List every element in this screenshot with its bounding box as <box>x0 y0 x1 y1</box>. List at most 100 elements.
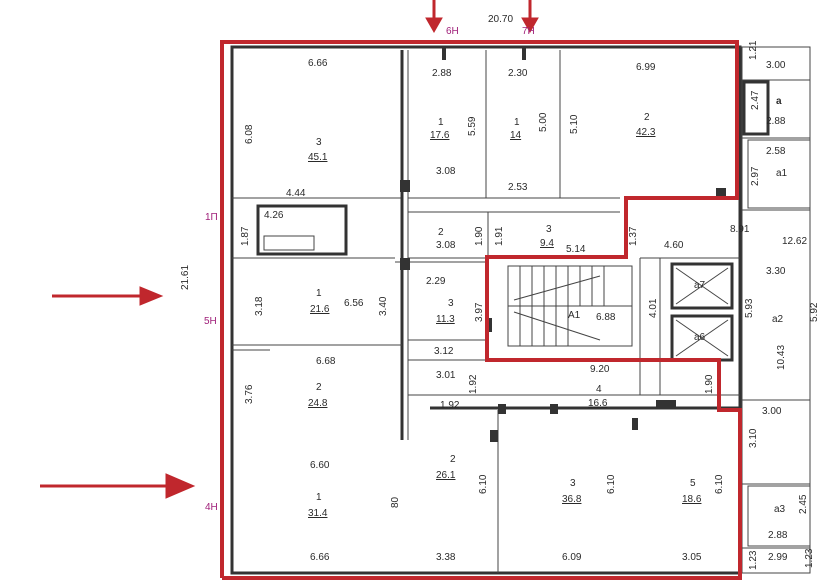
room-number: a7 <box>694 280 706 291</box>
dim-label: 5.14 <box>566 244 586 255</box>
room-number: 2 <box>450 454 456 465</box>
room-number: 2 <box>316 382 322 393</box>
dim-label: 4.26 <box>264 210 284 221</box>
dim-label: 2.99 <box>768 552 788 563</box>
arrow-6h-head <box>425 17 443 34</box>
room-number: A1 <box>568 310 581 321</box>
room-area: 14 <box>510 130 522 141</box>
room-area: 26.1 <box>436 470 456 481</box>
walls <box>230 45 811 575</box>
dim-label: 3.97 <box>474 302 485 322</box>
dim-label: 6.68 <box>316 356 336 367</box>
room-number: a3 <box>774 504 786 515</box>
dim-label: 3.01 <box>436 370 456 381</box>
room-number: a6 <box>694 332 706 343</box>
room-area: 9.4 <box>540 238 554 249</box>
dim-label: 2.30 <box>508 68 528 79</box>
room-number: 2 <box>644 112 650 123</box>
dim-label: 6.88 <box>596 312 616 323</box>
dim-label: 6.66 <box>310 552 330 563</box>
dim-label: 6.08 <box>244 124 255 144</box>
dim-label: 3.12 <box>434 346 454 357</box>
dim-label: 1.21 <box>748 40 759 60</box>
dim-label: 1.92 <box>440 400 460 411</box>
axis-7h: 7H <box>522 26 535 37</box>
room-number: 1 <box>438 117 444 128</box>
dim-label: 5.93 <box>744 298 755 318</box>
arrow-5h-head <box>139 286 164 306</box>
room-number: a2 <box>772 314 784 325</box>
room-number: 4 <box>596 384 602 395</box>
dim-label: 3.00 <box>766 60 786 71</box>
room-number: 3 <box>546 224 552 235</box>
dim-label: 3.08 <box>436 240 456 251</box>
dim-label: 3.00 <box>762 406 782 417</box>
dim-label: 2.45 <box>798 494 809 514</box>
dim-label: 2.53 <box>508 182 528 193</box>
room-area: 45.1 <box>308 152 328 163</box>
dim-label: 8.91 <box>730 224 750 235</box>
dim-label: 1.91 <box>494 226 505 246</box>
room-number: a1 <box>776 168 788 179</box>
stair-icon <box>507 265 633 347</box>
dim-label: 6.09 <box>562 552 582 563</box>
axis-5h: 5H <box>204 316 217 327</box>
room-number: 1 <box>514 117 520 128</box>
room-area: 36.8 <box>562 494 582 505</box>
dim-label: 4.44 <box>286 188 306 199</box>
axis-6h: 6H <box>446 26 459 37</box>
dim-label: 1.90 <box>704 374 715 394</box>
dim-label: 2.58 <box>766 146 786 157</box>
dim-label: 5.10 <box>569 114 580 134</box>
dim-label: 5.92 <box>809 302 820 322</box>
highlight-boundary <box>220 40 742 580</box>
dim-label: 1.23 <box>748 550 759 570</box>
room-area: 16.6 <box>588 398 608 409</box>
dim-label: 80 <box>390 496 401 508</box>
room-area: 18.6 <box>682 494 702 505</box>
room-area: 42.3 <box>636 127 656 138</box>
dim-label: 2.47 <box>750 90 761 110</box>
room-number: 5 <box>690 478 696 489</box>
dim-label: 4.01 <box>648 298 659 318</box>
dim-label: 10.43 <box>776 345 787 370</box>
dim-label: 1.92 <box>468 374 479 394</box>
dim-label: 6.10 <box>714 474 725 494</box>
dim-label: 5.59 <box>467 116 478 136</box>
dim-label: 1.37 <box>628 226 639 246</box>
dim-label: 3.10 <box>748 428 759 448</box>
dim-label: 3.05 <box>682 552 702 563</box>
dim-label: 3.30 <box>766 266 786 277</box>
dim-label: 2.88 <box>768 530 788 541</box>
dim-label: 3.76 <box>244 384 255 404</box>
arrow-markers <box>40 0 539 499</box>
dim-label: 3.38 <box>436 552 456 563</box>
dim-label: 3.18 <box>254 296 265 316</box>
room-number: 2 <box>438 227 444 238</box>
room-number: 1 <box>316 288 322 299</box>
room-area: 21.6 <box>310 304 330 315</box>
dim-label: 12.62 <box>782 236 807 247</box>
arrow-7h-head <box>521 17 539 34</box>
room-number: 3 <box>570 478 576 489</box>
dimension-labels: 6.66 2.88 2.30 6.99 1.21 3.00 2.47 2.88 … <box>240 40 820 570</box>
axis-4h: 4H <box>205 502 218 513</box>
room-number: 3 <box>448 298 454 309</box>
dim-label: 2.97 <box>750 166 761 186</box>
dim-label: 2.88 <box>432 68 452 79</box>
dim-label: 6.56 <box>344 298 364 309</box>
room-area: 17.6 <box>430 130 450 141</box>
room-number: 1 <box>316 492 322 503</box>
dim-label: 6.10 <box>606 474 617 494</box>
arrow-4h-head <box>165 473 196 499</box>
dim-label: 1.23 <box>804 548 815 568</box>
dim-label: 1.87 <box>240 226 251 246</box>
dim-label: 6.99 <box>636 62 656 73</box>
dim-label: 2.29 <box>426 276 446 287</box>
room-number: a <box>776 96 782 107</box>
overall-top-dim: 20.70 <box>488 14 513 25</box>
room-number: 3 <box>316 137 322 148</box>
dim-label: 9.20 <box>590 364 610 375</box>
dim-label: 3.40 <box>378 296 389 316</box>
